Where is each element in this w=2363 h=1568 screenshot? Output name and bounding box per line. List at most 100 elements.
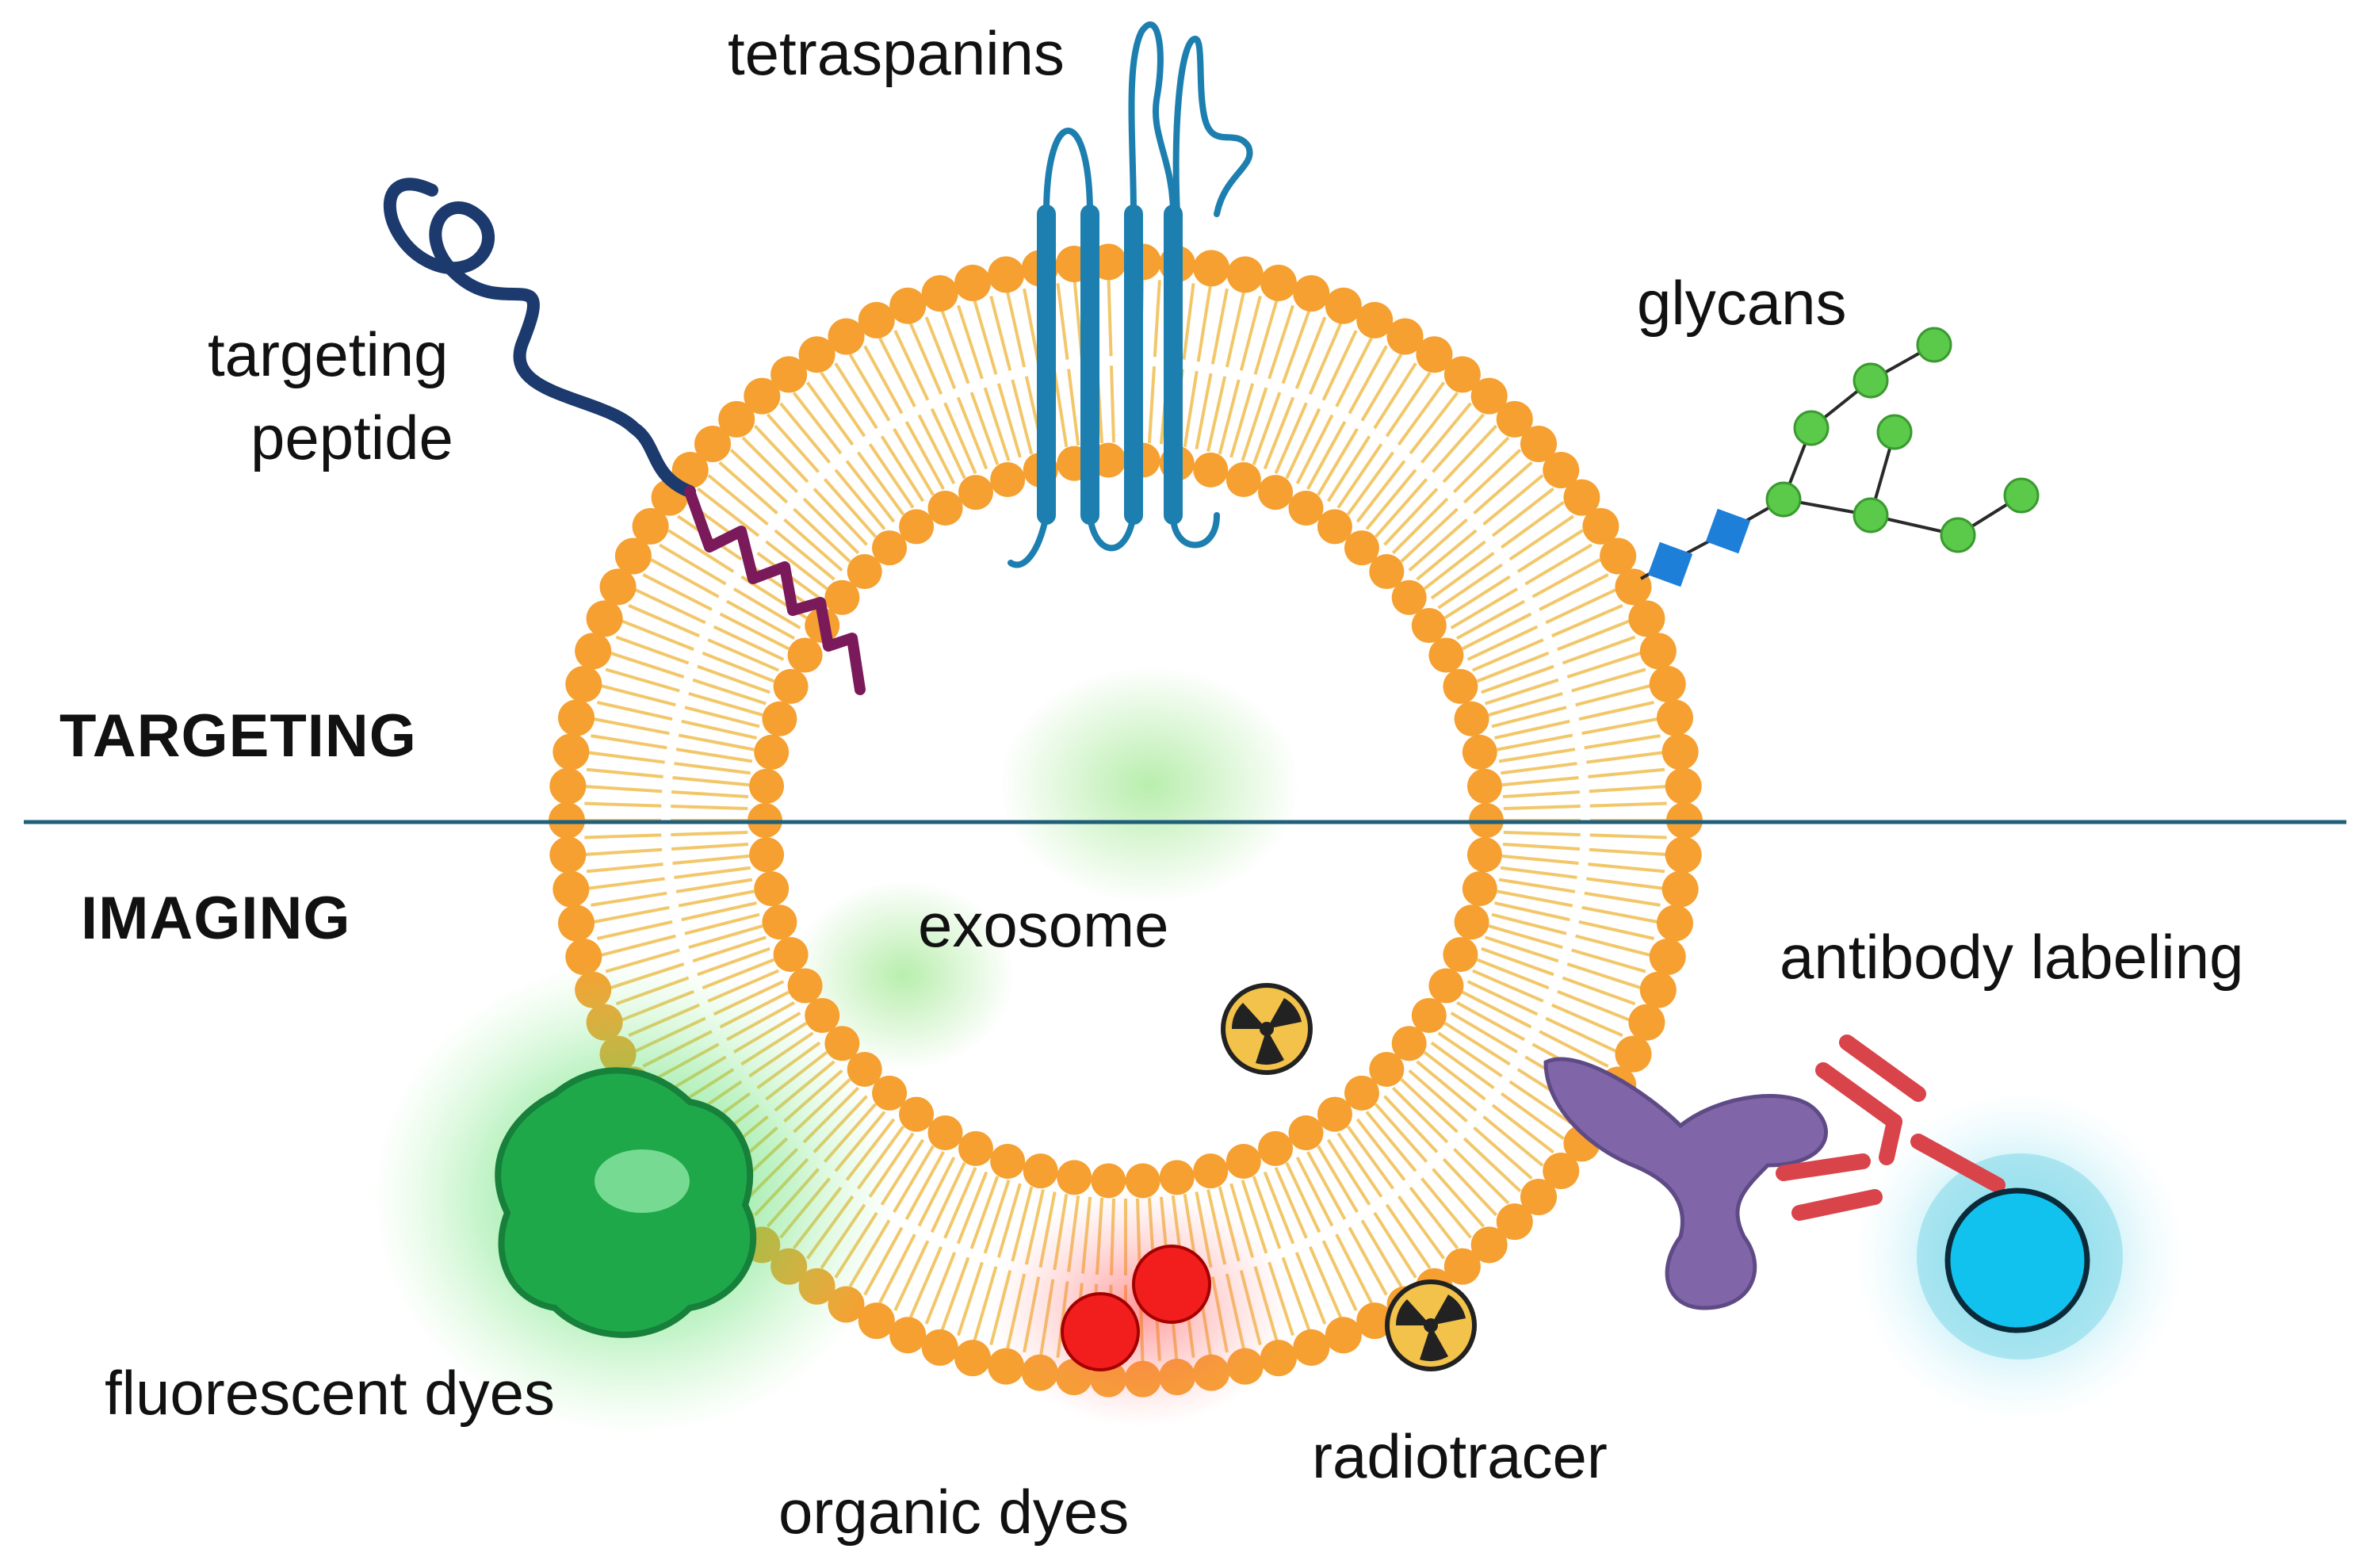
lipid-head: [927, 490, 963, 526]
lipid-head: [558, 904, 595, 942]
lipid-head: [1649, 666, 1686, 703]
lipid-head: [1443, 668, 1478, 704]
lipid-head: [1411, 608, 1447, 644]
lipid-head: [1288, 1115, 1324, 1151]
glycan-icon: [1640, 327, 2040, 587]
lipid-head: [958, 1130, 993, 1166]
radiotracer-label: radiotracer: [1312, 1421, 1608, 1491]
lipid-head: [549, 767, 587, 805]
lipid-head: [1344, 530, 1379, 566]
lipid-head: [1356, 1302, 1394, 1340]
lipid-head: [1656, 904, 1693, 942]
lipid-head: [1391, 1026, 1427, 1061]
lipid-head: [828, 318, 865, 355]
lipid-head: [744, 377, 781, 415]
lipid-head: [1317, 1096, 1352, 1132]
lipid-head: [1416, 336, 1453, 373]
lipid-head: [773, 937, 809, 973]
lipid-head: [575, 633, 612, 670]
lipid-head: [1386, 318, 1424, 355]
lipid-head: [1639, 633, 1677, 670]
lipid-head: [749, 837, 785, 873]
lipid-head: [1369, 1051, 1405, 1087]
lipid-head: [1496, 1203, 1533, 1241]
lipid-head: [1193, 1153, 1229, 1189]
lipid-head: [1091, 1163, 1126, 1199]
lipid-head: [671, 452, 709, 489]
lipid-head: [1466, 837, 1502, 873]
lipid-head: [921, 1329, 958, 1366]
lipid-head: [1661, 733, 1699, 771]
lipid-head: [1649, 938, 1686, 975]
tetraspanin-icon: [1008, 21, 1253, 568]
lipid-head: [1428, 968, 1464, 1004]
lipid-head: [553, 733, 590, 771]
lipid-head: [899, 1096, 935, 1132]
fluorescent-dyes-label: fluorescent dyes: [105, 1358, 555, 1428]
lipid-head: [558, 699, 595, 736]
lipid-head: [1470, 377, 1508, 415]
lipid-head: [1656, 699, 1693, 736]
antibody-labeling-label: antibody labeling: [1780, 922, 2244, 992]
lipid-head: [1057, 1160, 1092, 1195]
lipid-head: [1600, 537, 1637, 575]
lipid-head: [958, 475, 993, 511]
lipid-head: [858, 1302, 895, 1340]
lipid-head: [1443, 937, 1478, 973]
lipid-head: [1520, 1178, 1558, 1215]
lipid-head: [599, 568, 637, 606]
lipid-head: [1582, 507, 1619, 545]
lipid-head: [1091, 442, 1126, 478]
organic-dyes-label: organic dyes: [778, 1477, 1130, 1547]
lipid-head: [549, 836, 587, 874]
fluorescent-protein: [373, 959, 896, 1435]
lipid-head: [1258, 475, 1294, 511]
lipid-head: [1288, 490, 1324, 526]
lipid-head: [858, 301, 895, 338]
lipid-head: [798, 336, 835, 373]
lipid-head: [1665, 767, 1702, 805]
lipid-head: [1496, 400, 1533, 438]
lipid-head: [954, 264, 992, 301]
targeting-peptide-label-line1: targeting: [208, 319, 449, 389]
lipid-head: [872, 1075, 908, 1111]
lipid-head: [1293, 275, 1330, 312]
lipid-head: [1325, 1317, 1362, 1354]
targeting-peptide-label-line2: peptide: [250, 403, 453, 472]
lipid-head: [718, 400, 755, 438]
lipid-head: [1466, 768, 1502, 804]
lipid-head: [762, 701, 797, 736]
antibody-icon: [1543, 1034, 2186, 1423]
lipid-head: [847, 554, 882, 590]
lipid-head: [1159, 1160, 1195, 1195]
lipid-head: [954, 1340, 992, 1377]
exosome-label: exosome: [918, 890, 1169, 960]
lipid-head: [1317, 509, 1352, 545]
organic-dye-group: [991, 1189, 1292, 1427]
lipid-head: [927, 1115, 963, 1151]
lipid-head: [632, 507, 669, 545]
lipid-head: [1369, 554, 1405, 590]
lipid-head: [1563, 479, 1600, 516]
lipid-head: [749, 768, 785, 804]
lipid-head: [1470, 1226, 1508, 1264]
lipid-head: [1258, 1130, 1294, 1166]
radiation-icon: [1221, 983, 1313, 1075]
lipid-head: [1260, 264, 1297, 301]
lipid-head: [565, 666, 602, 703]
lipid-head: [1462, 734, 1497, 770]
lipid-head: [872, 530, 908, 566]
lipid-head: [1411, 997, 1447, 1033]
lipid-head: [1391, 579, 1427, 615]
lipid-head: [770, 356, 808, 393]
green-glow: [999, 666, 1300, 904]
lipid-head: [1325, 287, 1362, 324]
radiation-icon: [1385, 1279, 1477, 1371]
lipid-head: [824, 579, 860, 615]
lipid-head: [787, 637, 823, 673]
lipid-head: [1615, 1035, 1652, 1073]
lipid-head: [762, 904, 797, 940]
lipid-head: [787, 968, 823, 1004]
lipid-head: [1661, 870, 1699, 908]
